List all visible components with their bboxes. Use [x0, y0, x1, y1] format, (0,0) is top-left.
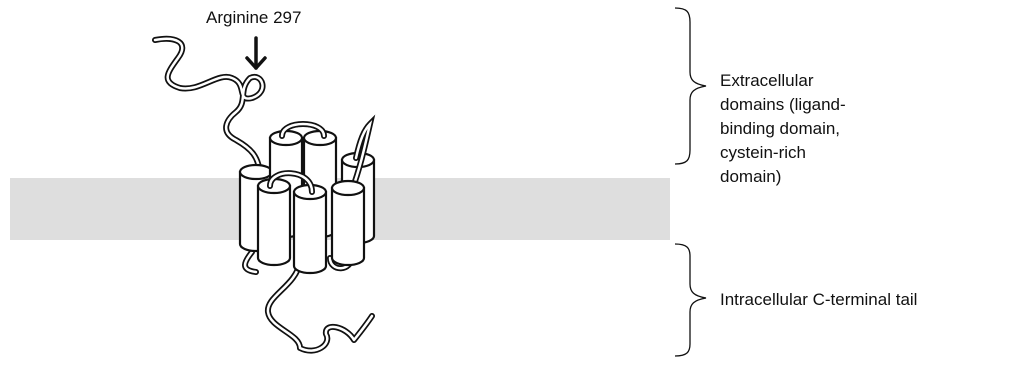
extracellular-label-line: cystein-rich — [720, 141, 846, 165]
helix-6 — [294, 185, 326, 273]
extracellular-label-line: Extracellular — [720, 69, 846, 93]
arginine-297-label: Arginine 297 — [206, 6, 301, 30]
extracellular-label-line: binding domain, — [720, 117, 846, 141]
intracellular-bracket — [675, 244, 706, 356]
extracellular-bracket — [675, 8, 706, 164]
intracellular-tail-label: Intracellular C-terminal tail — [720, 288, 917, 312]
helix-7 — [332, 181, 364, 265]
extracellular-domains-label: Extracellular domains (ligand- binding d… — [720, 69, 846, 189]
arginine-arrow — [247, 38, 265, 68]
extracellular-label-line: domain) — [720, 165, 846, 189]
helix-5 — [258, 179, 290, 265]
extracellular-label-line: domains (ligand- — [720, 93, 846, 117]
